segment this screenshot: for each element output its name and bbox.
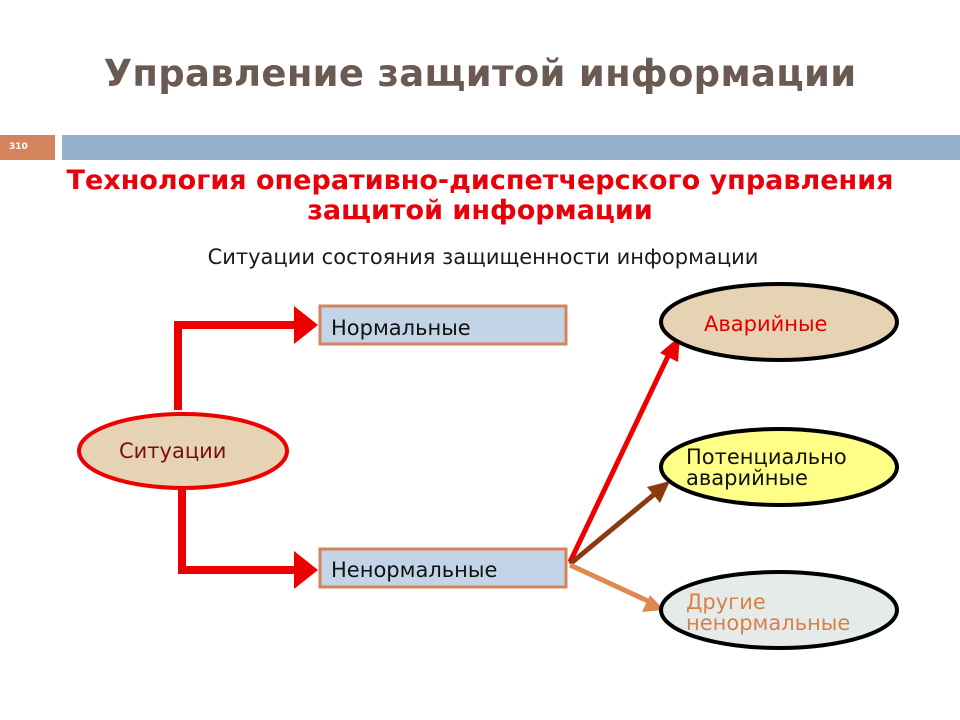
root-label: Ситуации bbox=[119, 439, 227, 463]
arrow-head-potential bbox=[647, 481, 670, 503]
arrow-to-other bbox=[568, 562, 652, 605]
slide-title: Управление защитой информации bbox=[103, 52, 857, 95]
arrow-to-potential bbox=[568, 490, 659, 566]
diagram-caption: Ситуации состояния защищенности информац… bbox=[207, 245, 759, 269]
emergency-label: Аварийные bbox=[704, 312, 828, 336]
root-ellipse bbox=[77, 412, 289, 490]
arrow-head-normal bbox=[294, 306, 318, 344]
potential-ellipse bbox=[659, 427, 899, 507]
arrow-head-other bbox=[642, 595, 664, 612]
other-ellipse bbox=[659, 570, 899, 650]
arrow-head-abnormal bbox=[294, 551, 318, 589]
subtitle: Технология оперативно-диспетчерского упр… bbox=[0, 166, 960, 226]
abnormal-label: Ненормальные bbox=[331, 558, 498, 582]
subtitle-line-1: Технология оперативно-диспетчерского упр… bbox=[66, 165, 894, 196]
emergency-ellipse bbox=[659, 282, 899, 362]
arrow-to-emergency bbox=[567, 350, 673, 564]
slide-number: 310 bbox=[0, 135, 55, 160]
normal-box bbox=[318, 304, 568, 346]
arrow-to-abnormal bbox=[178, 490, 298, 574]
other-label-line-2: ненормальные bbox=[686, 611, 851, 635]
arrow-head-emergency bbox=[660, 336, 680, 362]
abnormal-box bbox=[318, 547, 568, 589]
potential-label: Потенциально аварийные bbox=[686, 447, 847, 489]
potential-label-line-1: Потенциально bbox=[686, 445, 847, 469]
arrow-to-normal bbox=[174, 321, 298, 410]
other-label-line-1: Другие bbox=[686, 590, 766, 614]
potential-label-line-2: аварийные bbox=[686, 466, 808, 490]
other-label: Другие ненормальные bbox=[686, 592, 850, 634]
subtitle-line-2: защитой информации bbox=[307, 195, 653, 226]
header-bar bbox=[62, 135, 960, 160]
normal-label: Нормальные bbox=[331, 316, 471, 340]
